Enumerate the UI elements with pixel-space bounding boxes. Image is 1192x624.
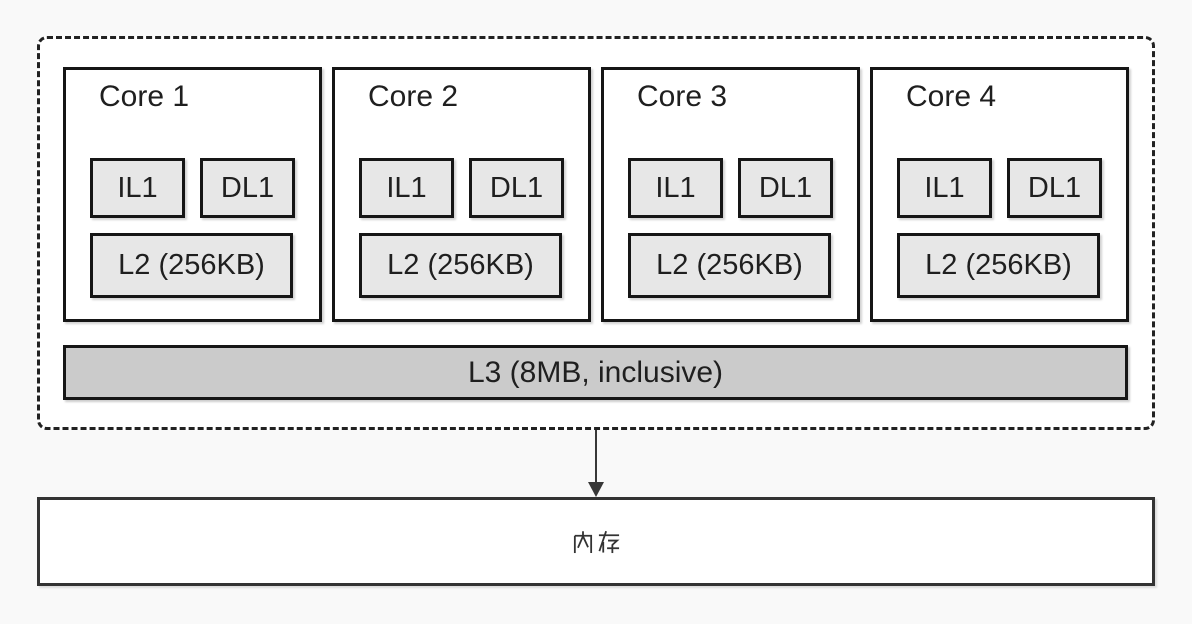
core-1-dl1-cache-box: DL1	[200, 158, 295, 218]
l3-cache-label: L3 (8MB, inclusive)	[467, 355, 724, 389]
core-1-box: Core 1 IL1 DL1 L2 (256KB)	[63, 67, 322, 322]
core-2-l2-label: L2 (256KB)	[387, 249, 534, 281]
core-3-dl1-cache-box: DL1	[738, 158, 833, 218]
core-1-l2-cache-box: L2 (256KB)	[90, 233, 293, 298]
core-4-il1-label: IL1	[924, 171, 965, 204]
core-3-il1-cache-box: IL1	[628, 158, 723, 218]
core-4-il1-cache-box: IL1	[897, 158, 992, 218]
cpu-chip-boundary: Core 1 IL1 DL1 L2 (256KB) Core 2 IL1 DL1…	[37, 36, 1155, 430]
core-2-il1-cache-box: IL1	[359, 158, 454, 218]
core-3-il1-label: IL1	[655, 171, 696, 204]
core-2-label: Core 2	[368, 80, 459, 113]
memory-box	[37, 497, 1155, 586]
core-4-label: Core 4	[906, 80, 997, 113]
core-3-l2-label: L2 (256KB)	[656, 249, 803, 281]
core-1-dl1-label: DL1	[220, 171, 275, 204]
core-4-l2-label: L2 (256KB)	[925, 249, 1072, 281]
core-2-il1-label: IL1	[386, 171, 427, 204]
core-4-dl1-cache-box: DL1	[1007, 158, 1102, 218]
arrow-down-icon	[588, 482, 604, 497]
core-3-label: Core 3	[637, 80, 728, 113]
core-3-box: Core 3 IL1 DL1 L2 (256KB)	[601, 67, 860, 322]
core-2-l2-cache-box: L2 (256KB)	[359, 233, 562, 298]
core-1-il1-cache-box: IL1	[90, 158, 185, 218]
core-4-l2-cache-box: L2 (256KB)	[897, 233, 1100, 298]
memory-label	[571, 530, 621, 554]
core-2-box: Core 2 IL1 DL1 L2 (256KB)	[332, 67, 591, 322]
core-1-il1-label: IL1	[117, 171, 158, 204]
core-3-dl1-label: DL1	[758, 171, 813, 204]
core-4-dl1-label: DL1	[1027, 171, 1082, 204]
l3-to-memory-arrow-stem	[595, 430, 597, 483]
core-1-label: Core 1	[99, 80, 190, 113]
l3-cache-box: L3 (8MB, inclusive)	[63, 345, 1128, 400]
core-2-dl1-label: DL1	[489, 171, 544, 204]
core-1-l2-label: L2 (256KB)	[118, 249, 265, 281]
hanzi-cun-glyph-icon	[598, 530, 620, 553]
core-3-l2-cache-box: L2 (256KB)	[628, 233, 831, 298]
core-4-box: Core 4 IL1 DL1 L2 (256KB)	[870, 67, 1129, 322]
core-2-dl1-cache-box: DL1	[469, 158, 564, 218]
hanzi-nei-glyph-icon	[573, 530, 593, 553]
